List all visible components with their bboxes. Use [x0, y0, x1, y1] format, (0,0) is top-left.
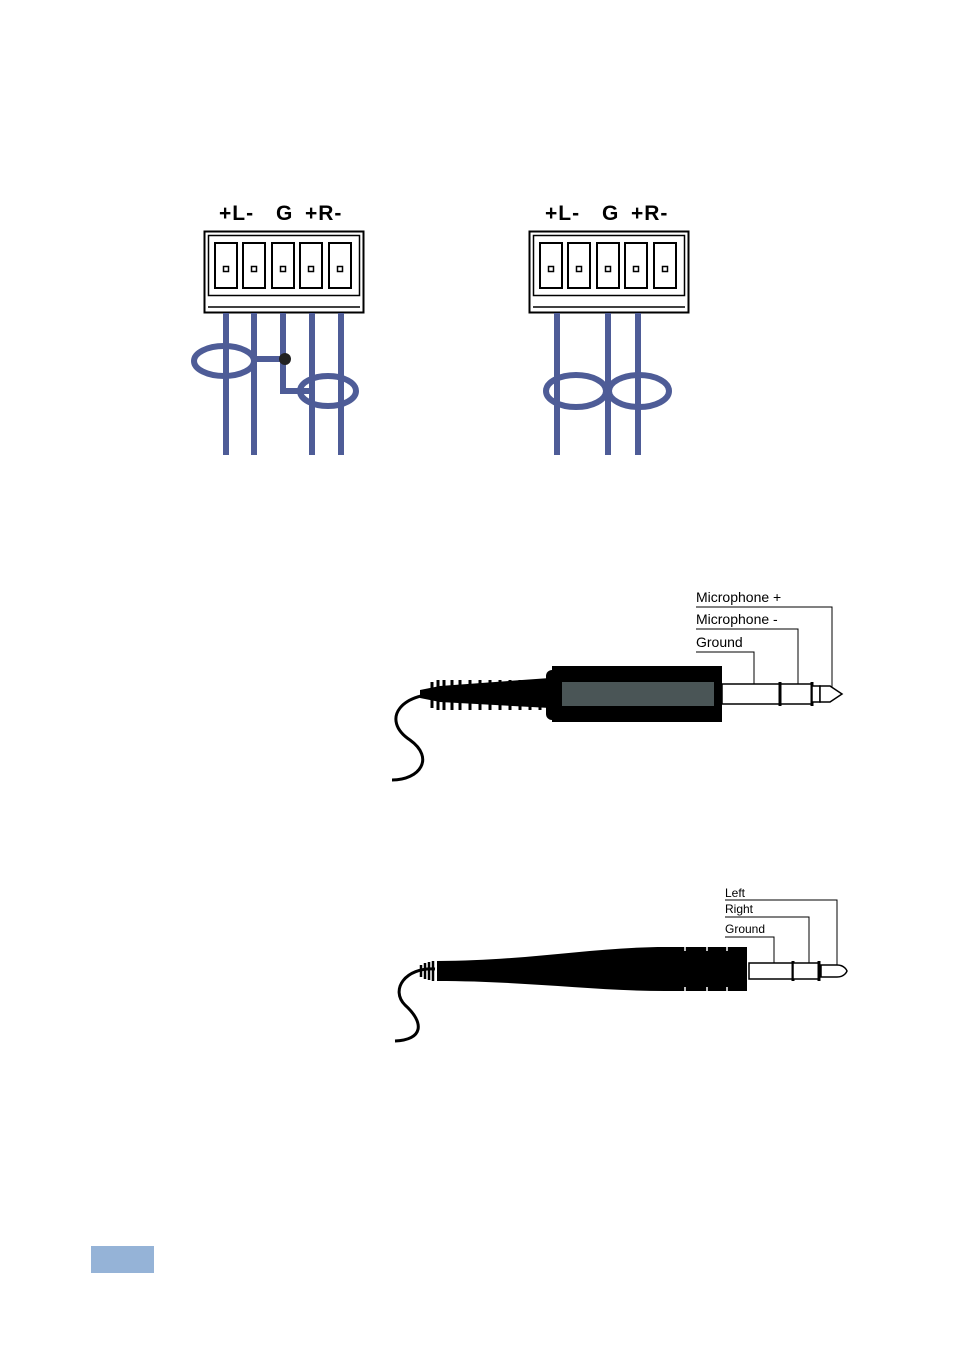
ground-junction-dot — [279, 353, 291, 365]
plug-body — [437, 947, 747, 991]
plug-shaft-sleeve — [722, 684, 780, 704]
terminal-label-ground: G — [602, 202, 619, 226]
callout-microphone-minus: Microphone - — [696, 612, 778, 626]
terminal-label-left: +L- — [219, 202, 254, 226]
plug-shaft-sleeve — [749, 963, 793, 979]
plug-body-highlight — [562, 682, 714, 706]
plug-shaft-ring — [780, 684, 812, 704]
callout-ground: Ground — [696, 635, 743, 649]
terminal-label-left: +L- — [545, 202, 580, 226]
callout-right: Right — [725, 903, 753, 915]
terminal-pins — [215, 243, 351, 288]
wires-unbalanced — [194, 313, 356, 455]
terminal-label-right: +R- — [631, 202, 668, 226]
callout-microphone-plus: Microphone + — [696, 590, 781, 604]
terminal-block-balanced-drawing — [505, 225, 705, 460]
cable — [392, 694, 450, 780]
terminal-label-ground: G — [276, 202, 293, 226]
plug-shaft-ring — [793, 963, 819, 979]
trs-plug-large-drawing — [380, 590, 850, 790]
callout-ground: Ground — [725, 923, 765, 935]
trs-plug-small-drawing — [385, 885, 855, 1050]
terminal-pins — [540, 243, 676, 288]
plug-tip — [821, 965, 847, 977]
page-number-tab — [91, 1246, 154, 1273]
wires-balanced — [546, 313, 669, 455]
callout-left: Left — [725, 887, 745, 899]
terminal-label-right: +R- — [305, 202, 342, 226]
plug-tip — [820, 686, 842, 702]
terminal-block-unbalanced-drawing — [180, 225, 380, 460]
